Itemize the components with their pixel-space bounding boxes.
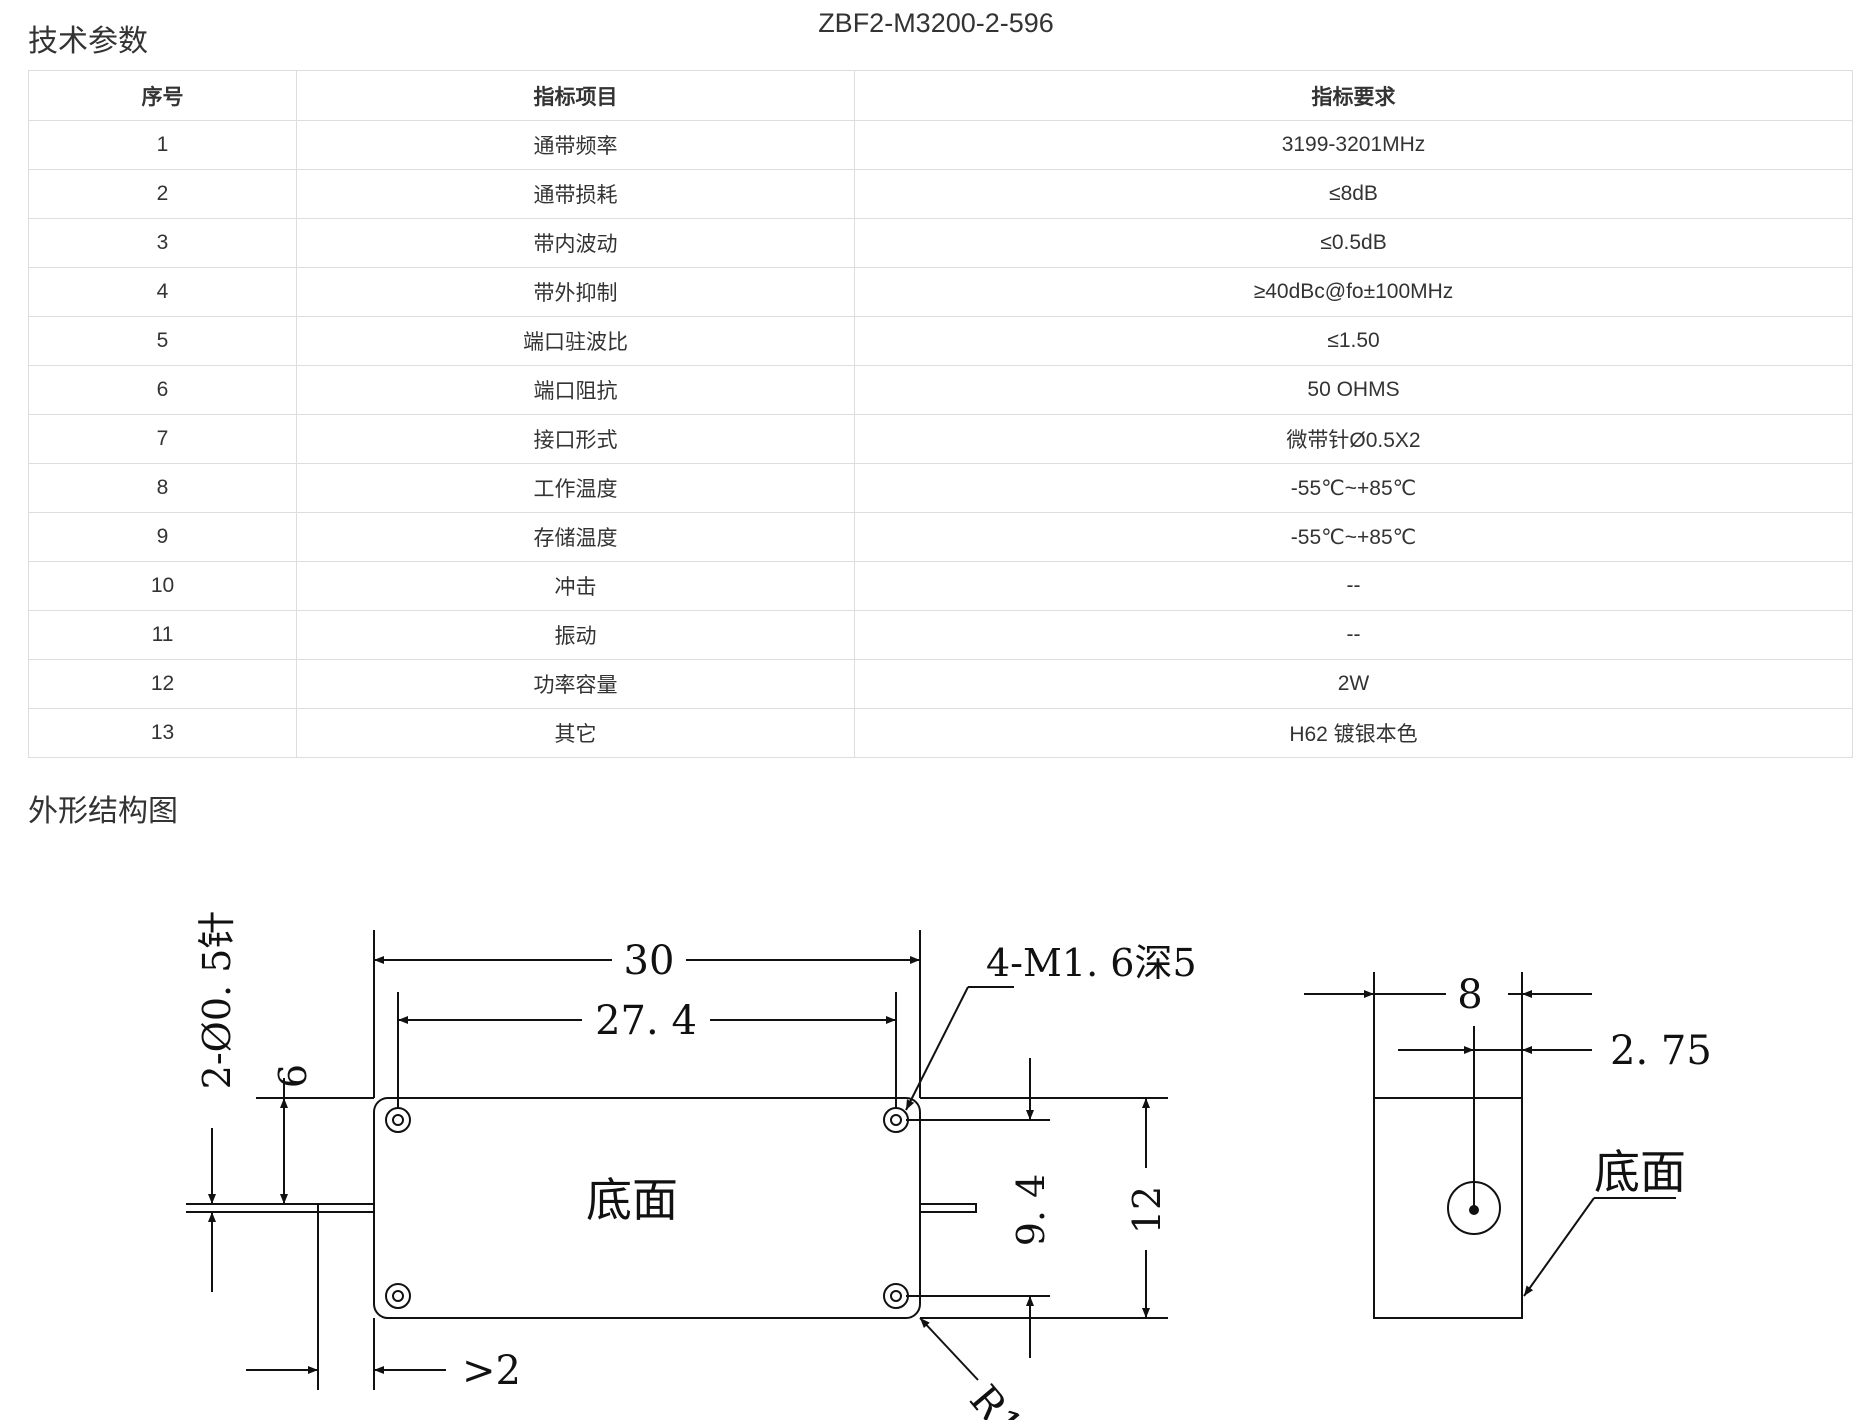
header-requirement: 指标要求 [854, 70, 1853, 121]
model-title: ZBF2-M3200-2-596 [818, 8, 1054, 38]
cell-requirement: 2W [854, 659, 1853, 709]
cell-requirement: 微带针Ø0.5X2 [854, 414, 1853, 464]
header-item: 指标项目 [296, 70, 855, 121]
dim-holes-label: 4-M1. 6深5 [986, 941, 1197, 985]
cell-item: 端口驻波比 [296, 316, 855, 366]
cell-item: 其它 [296, 708, 855, 758]
cell-index: 2 [28, 169, 297, 219]
outline-drawing: 30 27. 4 4-M1. 6深5 6 2-Ø0. 5针 底面 9. 4 12… [186, 911, 1712, 1420]
cell-index: 11 [28, 610, 297, 660]
cell-index: 12 [28, 659, 297, 709]
label-bottom-side: 底面 [1594, 1145, 1686, 1199]
cell-index: 10 [28, 561, 297, 611]
cell-item: 端口阻抗 [296, 365, 855, 415]
cell-index: 8 [28, 463, 297, 513]
dim-30-label: 30 [624, 938, 675, 984]
cell-item: 带外抑制 [296, 267, 855, 317]
cell-item: 通带损耗 [296, 169, 855, 219]
cell-index: 7 [28, 414, 297, 464]
cell-item: 振动 [296, 610, 855, 660]
cell-requirement: ≤0.5dB [854, 218, 1853, 268]
cell-requirement: -- [854, 561, 1853, 611]
pin-right [919, 1203, 977, 1213]
dim-27-4-label: 27. 4 [595, 998, 697, 1044]
dim-6-label: 6 [271, 1064, 315, 1088]
cell-item: 带内波动 [296, 218, 855, 268]
cell-index: 5 [28, 316, 297, 366]
dim-2-label: >2 [462, 1348, 521, 1394]
label-bottom-front: 底面 [586, 1173, 678, 1227]
cell-item: 通带频率 [296, 120, 855, 170]
dim-r1-label: R1 [960, 1377, 1031, 1420]
dim-9-4-label: 9. 4 [1009, 1174, 1053, 1247]
cell-requirement: ≤8dB [854, 169, 1853, 219]
body-outline-side [1373, 1097, 1523, 1319]
dim-12-label: 12 [1125, 1186, 1169, 1234]
cell-requirement: -55℃~+85℃ [854, 512, 1853, 562]
cell-index: 9 [28, 512, 297, 562]
cell-index: 1 [28, 120, 297, 170]
header-index: 序号 [28, 70, 297, 121]
dim-8-label: 8 [1457, 972, 1482, 1018]
cell-requirement: H62 镀银本色 [854, 708, 1853, 758]
cell-index: 4 [28, 267, 297, 317]
cell-item: 接口形式 [296, 414, 855, 464]
section-title-outline: 外形结构图 [28, 794, 178, 829]
cell-requirement: -- [854, 610, 1853, 660]
cell-requirement: ≥40dBc@fo±100MHz [854, 267, 1853, 317]
cell-item: 冲击 [296, 561, 855, 611]
cell-requirement: -55℃~+85℃ [854, 463, 1853, 513]
cell-requirement: ≤1.50 [854, 316, 1853, 366]
cell-index: 6 [28, 365, 297, 415]
dim-pins-label: 2-Ø0. 5针 [195, 911, 239, 1090]
cell-index: 3 [28, 218, 297, 268]
dim-2-75-label: 2. 75 [1610, 1028, 1712, 1074]
cell-requirement: 50 OHMS [854, 365, 1853, 415]
cell-item: 存储温度 [296, 512, 855, 562]
cell-item: 工作温度 [296, 463, 855, 513]
pin-left [317, 1203, 375, 1213]
cell-index: 13 [28, 708, 297, 758]
section-title-params: 技术参数 [28, 24, 148, 59]
cell-item: 功率容量 [296, 659, 855, 709]
cell-requirement: 3199-3201MHz [854, 120, 1853, 170]
table-header-row: 序号 指标项目 指标要求 [28, 70, 1853, 121]
